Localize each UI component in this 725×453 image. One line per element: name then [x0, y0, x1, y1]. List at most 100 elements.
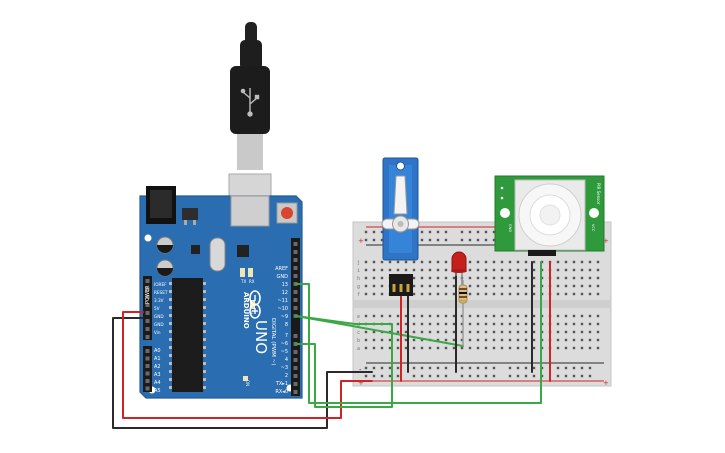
breadboard-hole[interactable]: [444, 346, 448, 350]
breadboard-hole[interactable]: [492, 346, 496, 350]
breadboard-hole[interactable]: [412, 322, 416, 326]
analog-pin[interactable]: [145, 364, 150, 368]
breadboard-hole[interactable]: [388, 338, 392, 342]
breadboard-hole[interactable]: [572, 268, 576, 272]
breadboard-hole[interactable]: [380, 284, 384, 288]
power-pin[interactable]: [145, 303, 150, 307]
breadboard-hole[interactable]: [484, 284, 488, 288]
rail-hole[interactable]: [420, 374, 424, 378]
breadboard-hole[interactable]: [436, 260, 440, 264]
digital-pin[interactable]: [293, 366, 298, 370]
breadboard-hole[interactable]: [572, 330, 576, 334]
breadboard-hole[interactable]: [428, 260, 432, 264]
breadboard-hole[interactable]: [580, 346, 584, 350]
breadboard-hole[interactable]: [524, 322, 528, 326]
breadboard-hole[interactable]: [372, 292, 376, 296]
rail-hole[interactable]: [532, 374, 536, 378]
breadboard-hole[interactable]: [372, 276, 376, 280]
breadboard-hole[interactable]: [388, 314, 392, 318]
breadboard-hole[interactable]: [428, 314, 432, 318]
breadboard-hole[interactable]: [412, 338, 416, 342]
analog-pin[interactable]: [145, 386, 150, 391]
rail-hole[interactable]: [564, 374, 568, 378]
rail-hole[interactable]: [372, 366, 376, 370]
breadboard-hole[interactable]: [500, 284, 504, 288]
wire-pin6-green[interactable]: [295, 315, 464, 347]
breadboard-hole[interactable]: [436, 346, 440, 350]
breadboard-hole[interactable]: [468, 322, 472, 326]
rail-hole[interactable]: [524, 374, 528, 378]
breadboard-hole[interactable]: [532, 346, 536, 350]
breadboard-hole[interactable]: [404, 268, 408, 272]
breadboard-hole[interactable]: [420, 260, 424, 264]
breadboard-hole[interactable]: [596, 284, 600, 288]
breadboard-hole[interactable]: [444, 330, 448, 334]
rail-hole[interactable]: [420, 238, 424, 242]
breadboard-hole[interactable]: [484, 276, 488, 280]
breadboard-hole[interactable]: [380, 276, 384, 280]
rail-hole[interactable]: [492, 230, 496, 234]
breadboard-hole[interactable]: [524, 292, 528, 296]
breadboard-hole[interactable]: [524, 338, 528, 342]
breadboard-hole[interactable]: [428, 268, 432, 272]
breadboard-hole[interactable]: [580, 314, 584, 318]
breadboard-hole[interactable]: [556, 330, 560, 334]
breadboard-hole[interactable]: [516, 260, 520, 264]
breadboard-hole[interactable]: [444, 268, 448, 272]
analog-pin[interactable]: [145, 371, 150, 376]
breadboard-hole[interactable]: [556, 346, 560, 350]
breadboard-hole[interactable]: [508, 314, 512, 318]
breadboard-hole[interactable]: [372, 346, 376, 350]
digital-pin[interactable]: [293, 358, 298, 362]
breadboard-hole[interactable]: [516, 346, 520, 350]
breadboard-hole[interactable]: [476, 314, 480, 318]
rail-hole[interactable]: [436, 238, 440, 242]
breadboard-hole[interactable]: [580, 330, 584, 334]
breadboard-hole[interactable]: [484, 322, 488, 326]
breadboard-hole[interactable]: [564, 338, 568, 342]
rail-hole[interactable]: [476, 238, 480, 242]
rail-hole[interactable]: [508, 374, 512, 378]
breadboard-hole[interactable]: [372, 330, 376, 334]
breadboard-hole[interactable]: [452, 292, 456, 296]
breadboard-hole[interactable]: [564, 346, 568, 350]
digital-pin[interactable]: [293, 350, 298, 354]
breadboard-hole[interactable]: [476, 260, 480, 264]
breadboard-hole[interactable]: [364, 260, 368, 264]
breadboard-hole[interactable]: [484, 338, 488, 342]
analog-pin[interactable]: [145, 356, 150, 361]
breadboard-hole[interactable]: [580, 338, 584, 342]
digital-pin[interactable]: [293, 306, 298, 310]
breadboard-hole[interactable]: [436, 276, 440, 280]
breadboard-hole[interactable]: [516, 338, 520, 342]
breadboard-hole[interactable]: [380, 338, 384, 342]
breadboard-hole[interactable]: [532, 292, 536, 296]
rail-hole[interactable]: [420, 230, 424, 234]
breadboard-hole[interactable]: [364, 292, 368, 296]
breadboard-hole[interactable]: [444, 284, 448, 288]
wire-5v-red[interactable]: [122, 311, 373, 419]
breadboard-hole[interactable]: [396, 346, 400, 350]
rail-hole[interactable]: [556, 366, 560, 370]
breadboard-hole[interactable]: [596, 276, 600, 280]
rail-hole[interactable]: [428, 238, 432, 242]
breadboard-hole[interactable]: [596, 314, 600, 318]
breadboard-hole[interactable]: [508, 260, 512, 264]
breadboard-hole[interactable]: [492, 322, 496, 326]
rail-hole[interactable]: [372, 238, 376, 242]
breadboard-hole[interactable]: [516, 268, 520, 272]
rail-hole[interactable]: [444, 374, 448, 378]
breadboard-hole[interactable]: [572, 284, 576, 288]
rail-hole[interactable]: [476, 366, 480, 370]
breadboard-hole[interactable]: [564, 260, 568, 264]
rail-hole[interactable]: [444, 230, 448, 234]
rail-hole[interactable]: [412, 366, 416, 370]
breadboard-hole[interactable]: [396, 322, 400, 326]
breadboard-hole[interactable]: [444, 314, 448, 318]
breadboard-hole[interactable]: [388, 260, 392, 264]
breadboard-hole[interactable]: [460, 322, 464, 326]
rail-hole[interactable]: [428, 366, 432, 370]
rail-hole[interactable]: [380, 374, 384, 378]
breadboard-hole[interactable]: [580, 276, 584, 280]
breadboard-hole[interactable]: [476, 268, 480, 272]
